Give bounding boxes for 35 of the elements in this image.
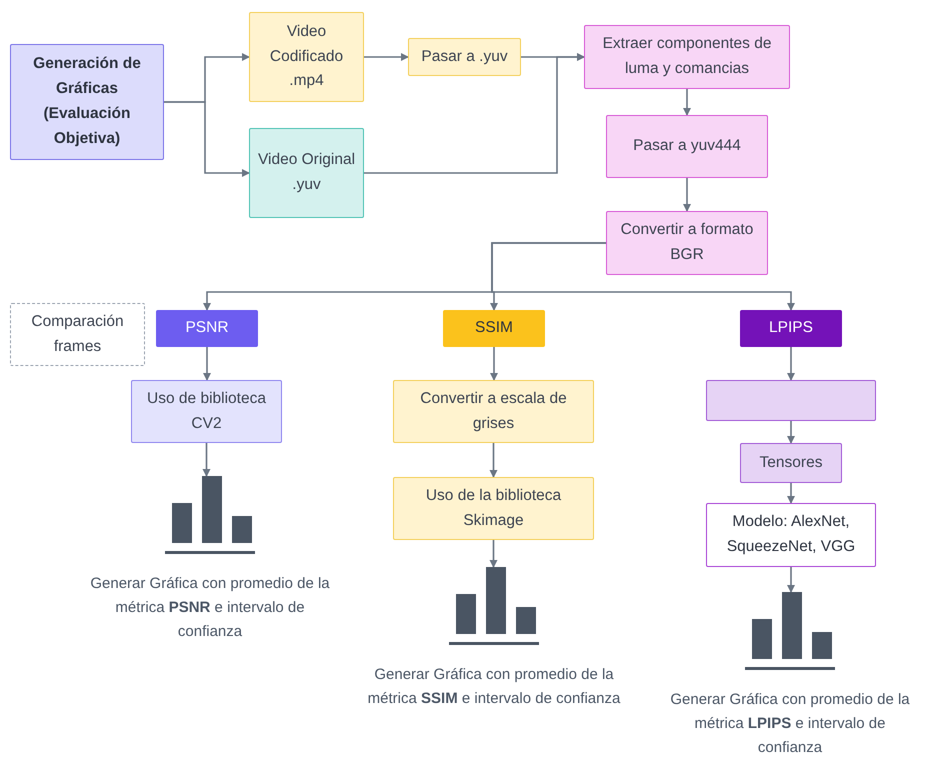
process-box: Pasar a yuv444 [606, 115, 768, 178]
arrow [490, 540, 498, 568]
arrow [202, 443, 210, 477]
process-box: Tensores [740, 443, 842, 483]
process-box: Generación de Gráficas (Evaluación Objetiva) [10, 44, 164, 160]
arrow [364, 53, 585, 174]
arrow [787, 421, 795, 444]
process-box: Convertir a escala de grises [393, 380, 594, 443]
chart-caption: Generar Gráfica con promedio de la métrica SSIM e intervalo de confianza [366, 665, 622, 709]
chart-caption: Generar Gráfica con promedio de la métrica PSNR e intervalo de confianza [89, 574, 331, 642]
metric-box: LPIPS [740, 310, 842, 347]
chart-caption: Generar Gráfica con promedio de la métrica LPIPS e intervalo de confianza [669, 690, 911, 758]
process-box: Uso de la biblioteca Skimage [393, 477, 594, 540]
metric-box: SSIM [443, 310, 545, 347]
arrow [490, 347, 498, 381]
arrow [787, 567, 795, 593]
arrow [787, 347, 795, 381]
arrow [491, 242, 795, 311]
metric-box: PSNR [156, 310, 258, 347]
process-box: Video Original .yuv [249, 128, 364, 218]
process-box: Video Codificado .mp4 [249, 12, 364, 102]
note-box: Comparación frames [10, 303, 145, 366]
process-box: Uso de biblioteca CV2 [131, 380, 282, 443]
arrow [203, 347, 211, 381]
process-box: Extraer componentes de luma y comancias [584, 25, 790, 89]
arrow [787, 483, 795, 504]
arrow [683, 89, 691, 116]
process-box: Modelo: AlexNet, SqueezeNet, VGG [706, 503, 876, 567]
arrow [164, 101, 250, 177]
process-box: Pasar a .yuv [408, 38, 521, 76]
arrow [490, 443, 498, 478]
process-box: Convertir a formato BGR [606, 211, 768, 275]
arrow [683, 178, 691, 212]
arrow [364, 53, 409, 61]
process-box [706, 380, 876, 421]
